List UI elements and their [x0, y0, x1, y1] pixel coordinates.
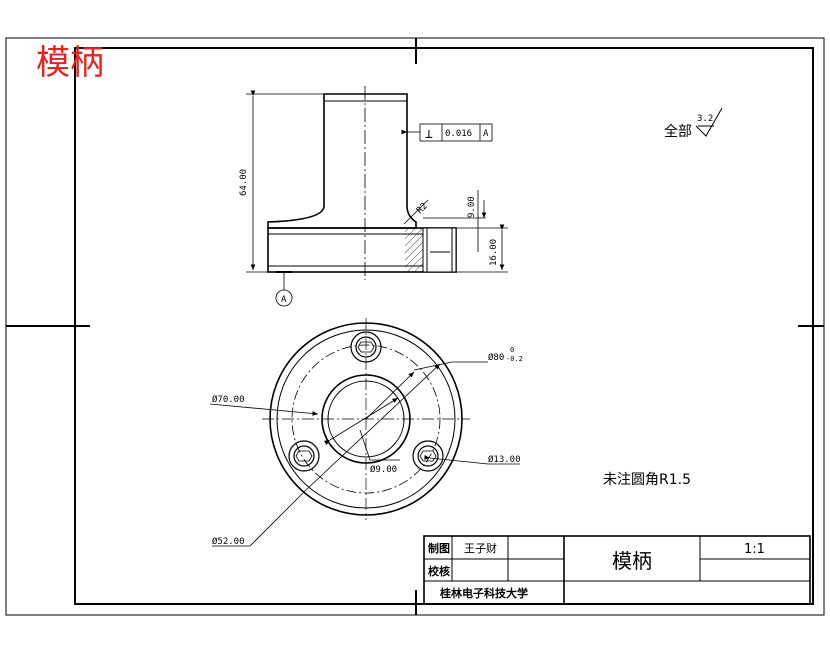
top-dimensions [209, 361, 520, 547]
inner-frame [74, 47, 814, 605]
hole-dia-dim: Ø13.00 [488, 454, 521, 465]
pitch-circle-dim: Ø80 [488, 352, 504, 363]
fillet-radius-dim: R2 [415, 201, 430, 216]
surface-roughness: 3.2 [697, 114, 713, 124]
checked-label: 校核 [428, 564, 450, 578]
tolerance-frame [419, 123, 493, 142]
flange-height-dim: 16.00 [489, 239, 499, 266]
counterbore-hole [422, 227, 457, 273]
surface-prefix: 全部 [664, 123, 692, 140]
outer-border [5, 37, 825, 616]
flange-outer-dia-dim: Ø70.00 [212, 394, 245, 405]
pitch-tol-lower: -0.2 [506, 355, 523, 363]
front-dimensions [246, 90, 508, 307]
drawn-by-name: 王子财 [464, 541, 497, 555]
tolerance-symbol: ⊥ [425, 127, 433, 142]
title-block [423, 535, 811, 605]
shank-outline [267, 93, 417, 229]
tolerance-value: 0.016 [445, 129, 472, 139]
section-hatch [405, 228, 423, 272]
centering-marks [6, 38, 824, 615]
roughness-symbol [695, 107, 723, 137]
small-hole-dia-dim: Ø9.00 [370, 464, 397, 475]
datum-label: A [281, 295, 287, 305]
flange-hole-depth-dim: 9.00 [467, 196, 477, 218]
bolt-hole-right [412, 440, 444, 472]
drawn-by-label: 制图 [428, 541, 450, 555]
total-height-dim: 64.00 [239, 169, 249, 196]
bolt-hole-left [288, 440, 320, 472]
scale: 1:1 [744, 542, 765, 557]
corner-label: 模柄 [36, 43, 104, 83]
fillet-note: 未注圆角R1.5 [603, 472, 691, 488]
front-view [267, 86, 457, 280]
pitch-tol-upper: 0 [510, 346, 514, 354]
shank-dia-dim: Ø52.00 [212, 536, 245, 547]
part-name: 模柄 [612, 549, 652, 573]
tolerance-datum: A [483, 129, 489, 139]
organization: 桂林电子科技大学 [439, 586, 528, 600]
